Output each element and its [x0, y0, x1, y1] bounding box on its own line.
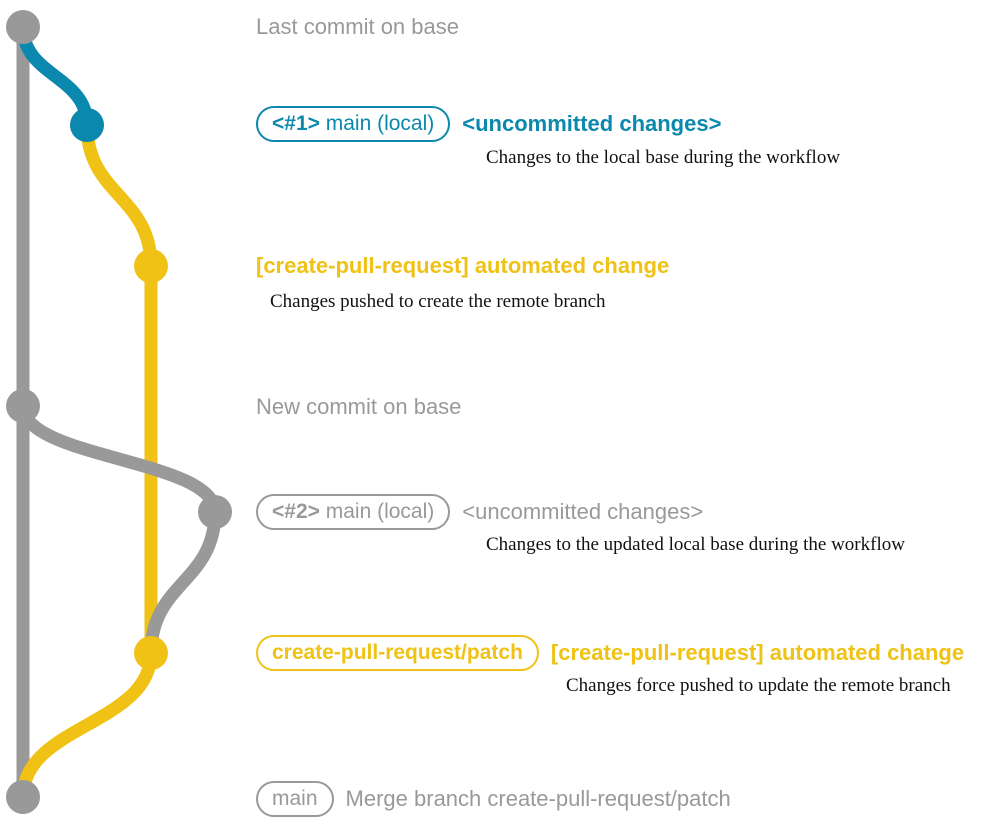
commit-subject-local-2: <uncommitted changes> — [462, 499, 704, 524]
commit-node-cpr-1[interactable] — [134, 249, 168, 283]
ref-chip-name: create-pull-request/patch — [272, 641, 523, 664]
commit-row-local-1: <#1> main (local) <uncommitted changes> — [256, 106, 721, 142]
edge-local2-to-cpr2 — [144, 505, 222, 660]
commit-note-local-2: Changes to the updated local base during… — [486, 534, 905, 555]
commit-row-merge: main Merge branch create-pull-request/pa… — [256, 781, 731, 817]
ref-chip-number: <#1> — [272, 112, 320, 135]
commit-node-local-1[interactable] — [70, 108, 104, 142]
ref-chip-name: main — [272, 787, 318, 810]
ref-chip-main-local-2[interactable]: <#2> main (local) — [256, 494, 451, 530]
ref-chip-create-pull-request-patch[interactable]: create-pull-request/patch — [256, 635, 539, 671]
edge-local1-to-cpr1 — [80, 118, 158, 273]
commit-subject-cpr-2: [create-pull-request] automated change — [550, 640, 965, 665]
ref-chip-main-local-1[interactable]: <#1> main (local) — [256, 106, 451, 142]
ref-chip-number: <#2> — [272, 500, 320, 523]
commit-subject-merge: Merge branch create-pull-request/patch — [345, 786, 731, 811]
commit-title-base-new: New commit on base — [256, 394, 462, 419]
commit-node-cpr-2[interactable] — [134, 636, 168, 670]
commit-node-local-2[interactable] — [198, 495, 232, 529]
ref-chip-name: main (local) — [319, 112, 435, 135]
commit-row-cpr-1: [create-pull-request] automated change — [256, 255, 669, 277]
commit-node-base-new[interactable] — [6, 389, 40, 423]
edge-basenew-to-local2 — [16, 399, 222, 519]
commit-title-base-last: Last commit on base — [256, 14, 459, 39]
commit-node-base-last[interactable] — [6, 10, 40, 44]
commit-note-local-1: Changes to the local base during the wor… — [486, 147, 841, 168]
commit-subject-local-1: <uncommitted changes> — [462, 111, 722, 136]
ref-chip-main[interactable]: main — [256, 781, 334, 817]
commit-note-cpr-2: Changes force pushed to update the remot… — [566, 675, 951, 696]
ref-chip-name: main (local) — [319, 500, 435, 523]
commit-row-local-2: <#2> main (local) <uncommitted changes> — [256, 494, 703, 530]
edge-base-to-local1 — [16, 20, 94, 132]
commit-note-cpr-1: Changes pushed to create the remote bran… — [270, 291, 606, 312]
commit-node-merge[interactable] — [6, 780, 40, 814]
commit-row-cpr-2: create-pull-request/patch [create-pull-r… — [256, 635, 964, 671]
commit-subject-cpr-1: [create-pull-request] automated change — [256, 253, 670, 278]
edge-cpr2-to-merge — [16, 646, 158, 804]
